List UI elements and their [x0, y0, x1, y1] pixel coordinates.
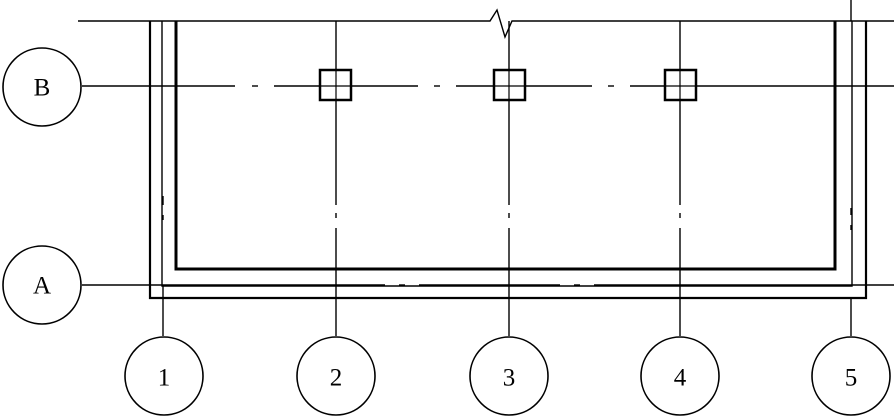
outer-wall [148, 21, 868, 300]
column-b3 [492, 68, 527, 102]
axis-label-1: 1 [158, 365, 171, 392]
column-b4 [663, 68, 698, 102]
inner-wall [174, 21, 837, 271]
axis-bubble-2: 2 [296, 336, 376, 416]
axis-label-5: 5 [845, 365, 858, 392]
axis-bubble-a: A [2, 245, 82, 325]
axis-bubble-4: 4 [640, 336, 720, 416]
top-break-line [78, 8, 894, 40]
axis-label-4: 4 [674, 365, 687, 392]
axis-label-b: B [34, 75, 51, 102]
middle-wall-line [161, 21, 853, 287]
axis-label-2: 2 [330, 365, 343, 392]
axis-label-3: 3 [503, 365, 516, 392]
axis-label-a: A [33, 273, 51, 300]
axis-bubble-b: B [2, 47, 82, 127]
axis-bubble-1: 1 [124, 336, 204, 416]
axis-bubble-5: 5 [811, 336, 891, 416]
column-b2 [318, 68, 353, 102]
axis-bubble-3: 3 [469, 336, 549, 416]
